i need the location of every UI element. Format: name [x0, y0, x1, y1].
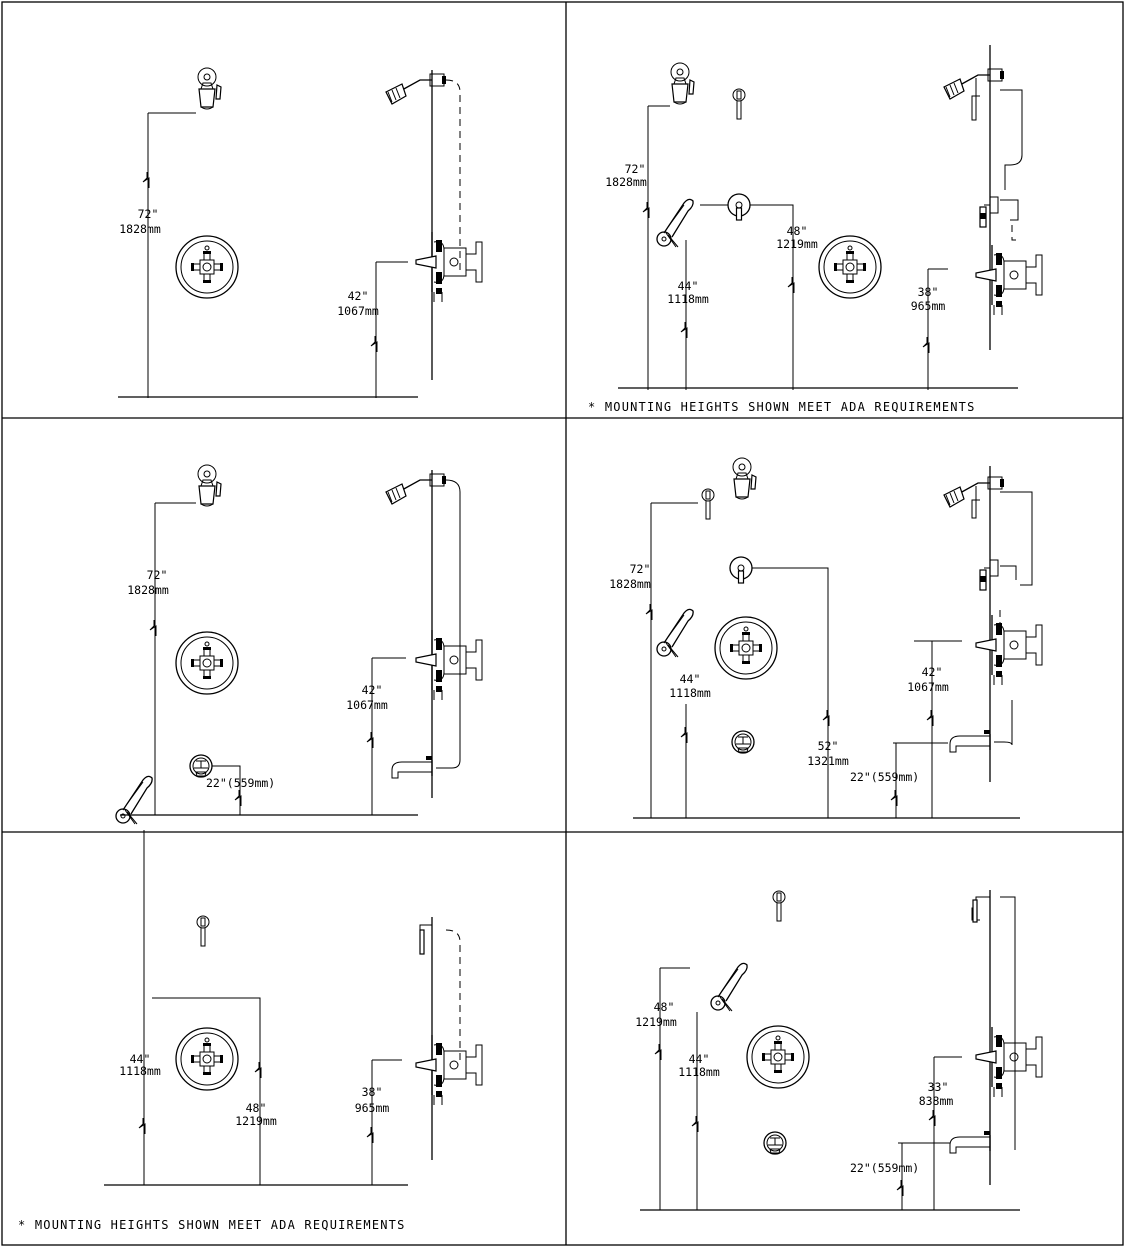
dim-72-mm: 1828mm — [119, 222, 161, 236]
dim-42-mm: 1067mm — [907, 680, 949, 694]
showerhead-icon — [197, 464, 222, 507]
panel-1: 42" 1067mm 72" 1828mm — [118, 67, 483, 398]
dim-44-mm: 1118mm — [667, 292, 709, 306]
side-diverter-icon — [979, 196, 999, 228]
valve-trim-icon — [175, 631, 239, 695]
panel-3: 72" 1828mm 42" 1067mm 22"(559mm) — [120, 464, 483, 816]
side-valve-icon — [975, 244, 1043, 316]
panel-2: 72" 1828mm 44" 1118mm 48" 1219mm 38" 965… — [588, 45, 1043, 414]
dim-38-in: 38" — [362, 1085, 383, 1099]
dim-42-in: 42" — [348, 289, 369, 303]
dim-44-in: 44" — [689, 1052, 710, 1066]
diverter-handle-icon — [701, 488, 715, 520]
valve-trim-icon — [818, 235, 882, 299]
handshower-icon — [115, 775, 153, 825]
dim-22-label: 22"(559mm) — [206, 776, 275, 790]
diverter-trim-icon — [727, 193, 751, 221]
diverter-handle-icon — [772, 890, 786, 922]
panel-5: 44" 1118mm 48" 1219mm 38" 965mm * MOUNTI… — [18, 775, 483, 1232]
dim-48-in: 48" — [654, 1000, 675, 1014]
dim-42-in: 42" — [362, 683, 383, 697]
volume-control-icon — [189, 754, 213, 778]
dim-44-mm: 1118mm — [669, 686, 711, 700]
dim-38-mm: 965mm — [911, 299, 946, 313]
dim-33-in: 33" — [928, 1080, 949, 1094]
side-valve-icon — [975, 1026, 1043, 1098]
dim-42-mm: 1067mm — [346, 698, 388, 712]
dim-72-in: 72" — [147, 568, 168, 582]
tub-spout-icon — [391, 755, 433, 779]
dim-48-mm: 1219mm — [635, 1015, 677, 1029]
showerhead-icon — [670, 62, 695, 105]
dim-44-in: 44" — [678, 279, 699, 293]
side-showerhead-icon — [385, 473, 447, 505]
panel-6: 48" 1219mm 44" 1118mm 33" 838mm 22"(559m… — [635, 890, 1043, 1211]
panel-4: 72" 1828mm 44" 1118mm 52" 1321mm 42" 106… — [609, 457, 1043, 819]
dim-33-mm: 838mm — [919, 1094, 954, 1108]
dim-72-mm: 1828mm — [127, 583, 169, 597]
dim-48-mm: 1219mm — [776, 237, 818, 251]
side-valve-icon — [415, 231, 483, 303]
dim-44-mm: 1118mm — [678, 1065, 720, 1079]
diverter-handle-icon — [732, 88, 746, 120]
dim-52-in: 52" — [818, 739, 839, 753]
dim-52-mm: 1321mm — [807, 754, 849, 768]
diverter-handle-icon — [196, 915, 210, 947]
side-valve-icon — [975, 614, 1043, 686]
side-showerhead-icon — [943, 68, 1005, 100]
tub-spout-icon — [949, 1130, 991, 1154]
dim-38-mm: 965mm — [355, 1101, 390, 1115]
dim-72-mm: 1828mm — [605, 175, 647, 189]
valve-trim-icon — [175, 1027, 239, 1091]
dim-22-label: 22"(559mm) — [850, 770, 919, 784]
dim-48-in: 48" — [246, 1101, 267, 1115]
dim-38-in: 38" — [918, 285, 939, 299]
dim-72-mm: 1828mm — [609, 577, 651, 591]
dim-44-in: 44" — [130, 1052, 151, 1066]
side-valve-icon — [415, 1034, 483, 1106]
dim-44-in: 44" — [680, 672, 701, 686]
volume-control-icon — [763, 1131, 787, 1155]
showerhead-icon — [197, 67, 222, 110]
handshower-icon — [710, 962, 748, 1012]
volume-control-icon — [731, 730, 755, 754]
dim-42-in: 42" — [922, 665, 943, 679]
side-valve-icon — [415, 629, 483, 701]
side-showerhead-icon — [943, 476, 1005, 508]
dim-72-in: 72" — [630, 562, 651, 576]
dim-44-mm: 1118mm — [119, 1064, 161, 1078]
dim-72-in: 72" — [138, 207, 159, 221]
side-diverter-icon — [979, 559, 999, 591]
ada-note: * MOUNTING HEIGHTS SHOWN MEET ADA REQUIR… — [588, 400, 976, 414]
showerhead-icon — [732, 457, 757, 500]
diverter-trim-icon — [729, 556, 753, 584]
dim-42-mm: 1067mm — [337, 304, 379, 318]
dim-48-in: 48" — [787, 224, 808, 238]
dim-72-in: 72" — [625, 162, 646, 176]
handshower-icon — [656, 608, 694, 658]
dim-22-label: 22"(559mm) — [850, 1161, 919, 1175]
ada-note: * MOUNTING HEIGHTS SHOWN MEET ADA REQUIR… — [18, 1218, 406, 1232]
valve-trim-icon — [746, 1025, 810, 1089]
valve-trim-icon — [175, 235, 239, 299]
side-showerhead-icon — [385, 73, 447, 105]
handshower-icon — [656, 198, 694, 248]
tub-spout-icon — [949, 729, 991, 753]
dim-48-mm: 1219mm — [235, 1114, 277, 1128]
valve-trim-icon — [714, 616, 778, 680]
